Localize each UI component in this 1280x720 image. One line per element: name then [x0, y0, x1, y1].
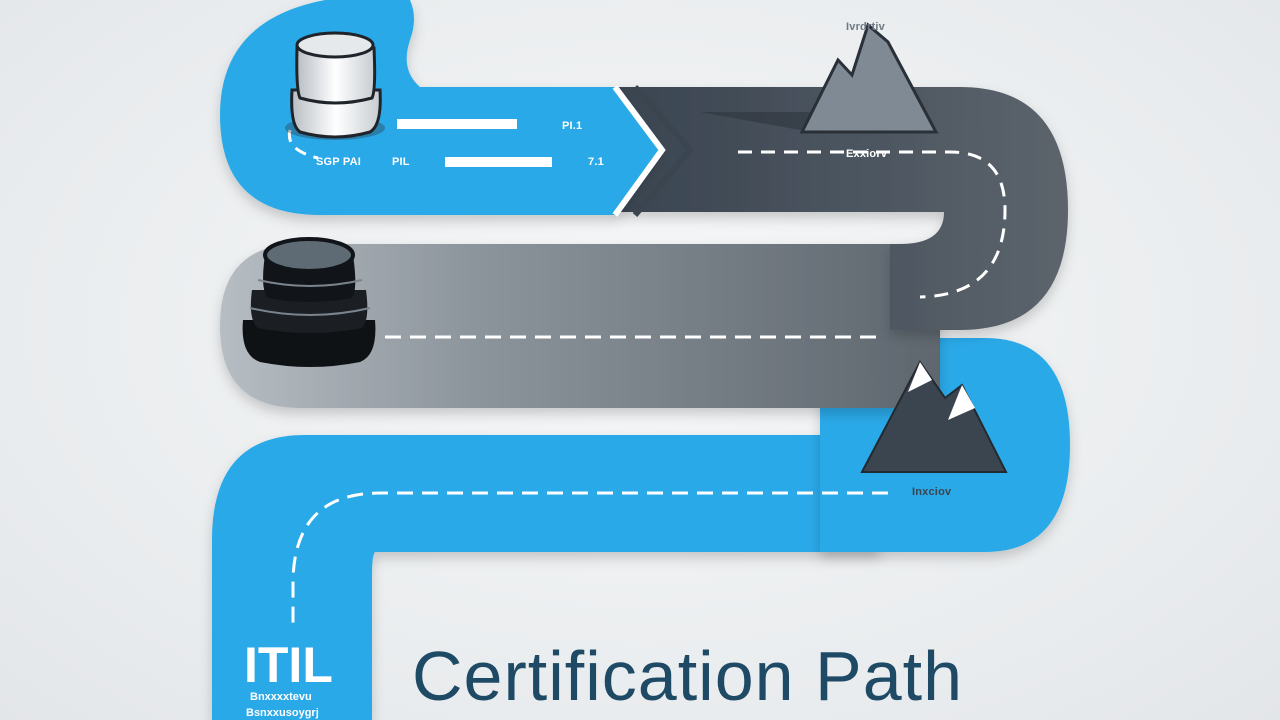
label-stage1-b: PIL: [392, 156, 410, 168]
label-stage1-a: SGP PAI: [316, 156, 361, 168]
capsule-dark-icon: [242, 237, 376, 367]
road-segment-dark-top: [615, 87, 1068, 330]
label-mountain-top: Ivrdrtiv: [846, 21, 886, 33]
chevron-arrow-icon: [612, 85, 666, 217]
chevron-arrow-icon-2: [632, 85, 694, 217]
road-segment-bottom: [212, 435, 880, 720]
capsule-light-icon: [285, 31, 385, 140]
dashed-line-bottom-road: [291, 491, 888, 625]
bar-placeholder-2: [445, 157, 552, 167]
logo-subtitle-line1: Bnxxxxtevu: [250, 691, 312, 703]
page-title: Certification Path: [412, 637, 963, 715]
mountain-top-icon: [700, 22, 939, 134]
logo-subtitle-line2: Bsnxxusoygrj: [246, 707, 319, 719]
label-road-bottom: Inxciov: [912, 486, 952, 498]
label-road-top: Exxiorv: [846, 148, 888, 160]
logo-text: ITIL: [244, 637, 333, 693]
mountain-bottom-icon: [860, 360, 1008, 473]
label-stage1-d: 7.1: [588, 156, 604, 168]
road-segment-middle: [220, 244, 940, 408]
dashed-line-top-left: [287, 129, 319, 160]
bar-placeholder-1: [397, 119, 517, 129]
road-segment-top-left: [220, 0, 660, 215]
label-stage1-c: PI.1: [562, 120, 582, 132]
dashed-line-dark-road: [738, 150, 1007, 299]
